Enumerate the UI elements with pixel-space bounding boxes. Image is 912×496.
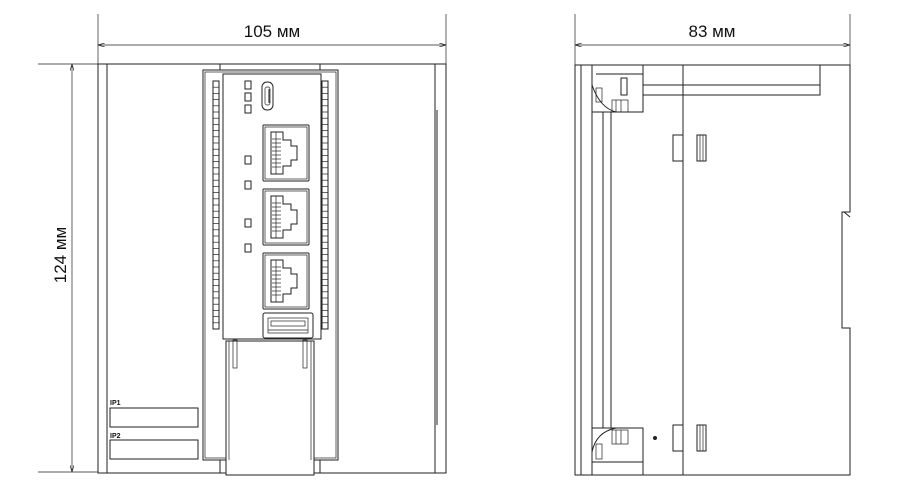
- ip2-field: [109, 439, 199, 460]
- side-clip: [672, 424, 684, 452]
- cover-pin: [232, 339, 238, 369]
- cover-pin: [302, 339, 308, 369]
- led-indicator: [244, 92, 252, 102]
- depth-dimension: 83 мм: [574, 14, 851, 65]
- led-indicator: [244, 218, 252, 228]
- ethernet-port: [262, 188, 310, 246]
- ip2-label: IP2: [110, 433, 121, 440]
- top-housing: [642, 64, 821, 96]
- ethernet-port: [262, 124, 310, 182]
- terminal-cover: [225, 340, 315, 476]
- bottom-latch: [591, 427, 657, 476]
- front-view: 105 мм 124 мм: [38, 14, 447, 476]
- ip1-label: IP1: [110, 400, 121, 407]
- led-indicator: [244, 180, 252, 190]
- ip1-field: [109, 407, 199, 428]
- led-indicator: [244, 80, 252, 90]
- device-body-side: [574, 64, 851, 476]
- led-indicator: [244, 155, 252, 165]
- depth-label: 83 мм: [688, 22, 735, 41]
- width-label: 105 мм: [244, 22, 300, 41]
- side-view: 83 мм: [574, 14, 851, 476]
- side-clip: [672, 134, 684, 162]
- width-dimension: 105 мм: [97, 14, 447, 64]
- top-latch: [591, 64, 644, 113]
- led-indicator: [244, 243, 252, 253]
- terminal-strip-right: [321, 80, 329, 330]
- side-vent: [696, 134, 707, 162]
- status-leds: [244, 80, 252, 253]
- led-indicator: [244, 104, 252, 114]
- height-dimension: 124 мм: [38, 63, 98, 473]
- side-vent: [696, 424, 707, 452]
- usb-a-port: [262, 312, 314, 339]
- micro-usb-port: [261, 81, 274, 111]
- ethernet-port: [262, 252, 310, 310]
- height-label: 124 мм: [51, 227, 70, 283]
- terminal-strip-left: [212, 80, 220, 330]
- screw-dot: [653, 436, 657, 440]
- front-panel: [222, 73, 322, 340]
